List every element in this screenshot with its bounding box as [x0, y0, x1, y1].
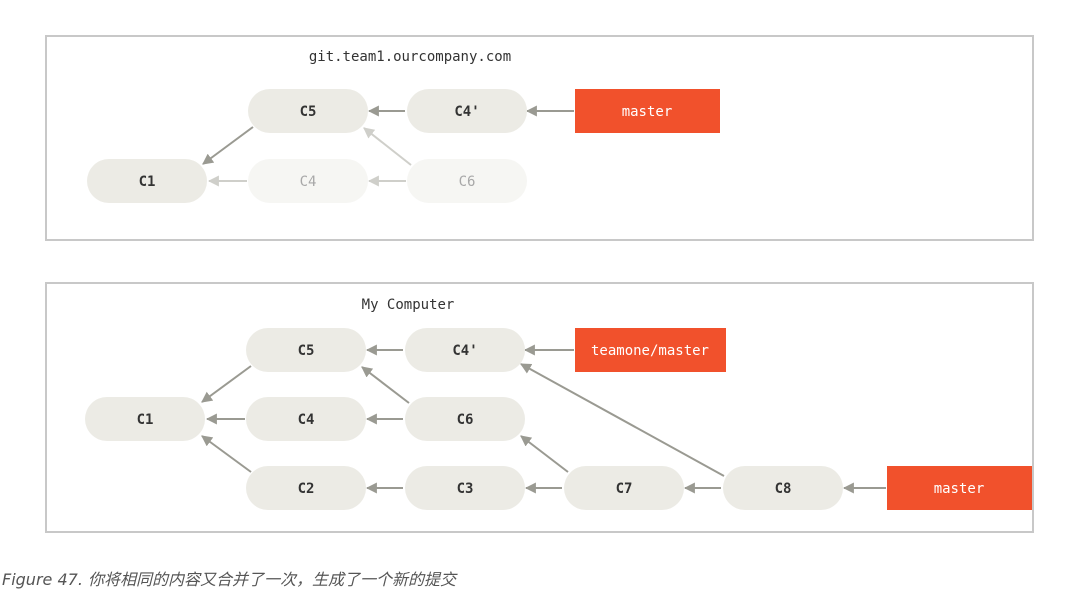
commit-c1-top: C1 [87, 159, 207, 203]
commit-c4-bottom: C4 [246, 397, 366, 441]
commit-c2-bottom: C2 [246, 466, 366, 510]
top-panel [45, 35, 1034, 241]
commit-c1-bottom: C1 [85, 397, 205, 441]
branch-master-bottom: master [887, 466, 1032, 510]
bottom-panel [45, 282, 1034, 533]
arrow-c5-to-c1-top [202, 126, 254, 165]
commit-c6-bottom: C6 [405, 397, 525, 441]
arrow-c7-to-c6-bottom [520, 435, 569, 473]
commit-label: C2 [298, 481, 315, 497]
branch-teamone-master: teamone/master [575, 328, 726, 372]
commit-c6-top-faded: C6 [407, 159, 527, 203]
commit-label: C4' [452, 343, 477, 359]
arrow-c8-to-c4p-bottom [520, 363, 725, 477]
commit-c4p-bottom: C4' [405, 328, 525, 372]
branch-label: master [622, 104, 673, 120]
arrow-c6-to-c5-top [363, 127, 412, 166]
arrow-c6-to-c5-bottom [361, 366, 410, 404]
arrow-c2-to-c1-bottom [201, 435, 252, 473]
commit-label: C5 [300, 104, 317, 120]
commit-label: C1 [139, 174, 156, 190]
branch-label: teamone/master [591, 343, 709, 359]
commit-label: C7 [616, 481, 633, 497]
commit-label: C5 [298, 343, 315, 359]
commit-label: C6 [459, 174, 476, 190]
commit-label: C4 [298, 412, 315, 428]
commit-c5-top: C5 [248, 89, 368, 133]
figure-caption: Figure 47. 你将相同的内容又合并了一次，生成了一个新的提交 [2, 570, 456, 589]
commit-c7-bottom: C7 [564, 466, 684, 510]
commit-label: C6 [457, 412, 474, 428]
commit-c4-top-faded: C4 [248, 159, 368, 203]
top-panel-title: git.team1.ourcompany.com [309, 49, 511, 65]
bottom-panel-title: My Computer [362, 297, 455, 313]
branch-label: master [934, 481, 985, 497]
commit-label: C8 [775, 481, 792, 497]
arrow-c5-to-c1-bottom [201, 365, 252, 403]
commit-label: C1 [137, 412, 154, 428]
commit-c8-bottom: C8 [723, 466, 843, 510]
branch-master-top: master [575, 89, 720, 133]
commit-c3-bottom: C3 [405, 466, 525, 510]
commit-c4p-top: C4' [407, 89, 527, 133]
commit-label: C4' [454, 104, 479, 120]
commit-c5-bottom: C5 [246, 328, 366, 372]
commit-label: C4 [300, 174, 317, 190]
commit-label: C3 [457, 481, 474, 497]
